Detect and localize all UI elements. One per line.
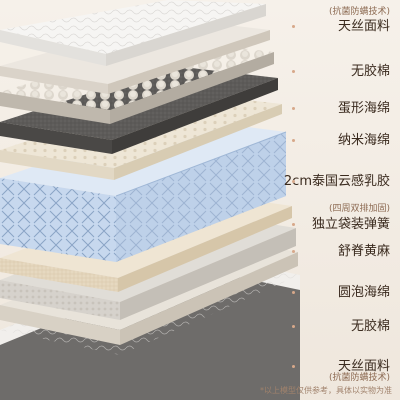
- layer-label-glue_free_bottom: 无胶棉: [350, 319, 390, 334]
- layer-marker-dot: [292, 107, 295, 110]
- layer-marker-dot: [292, 250, 295, 253]
- layer-note-pocket_springs: (四周双排加固): [328, 204, 390, 214]
- layer-label-round_foam: 圆泡海绵: [337, 285, 390, 300]
- layer-marker-dot: [292, 180, 295, 183]
- layer-label-bottom_fabric: 天丝面料: [337, 359, 390, 374]
- layer-marker-dot: [292, 223, 295, 226]
- layer-note-bottom_fabric: (抗菌防螨技术): [328, 373, 390, 383]
- footnote: *以上模型仅供参考，具体以实物为准: [260, 386, 392, 395]
- layer-top-fabric: [0, 0, 266, 66]
- layer-label-pocket_springs: 独立袋装弹簧: [311, 217, 390, 232]
- layer-marker-dot: [292, 365, 295, 368]
- layer-note-top_fabric: (抗菌防螨技术): [328, 7, 390, 17]
- layer-label-nano_foam: 纳米海绵: [337, 133, 390, 148]
- layer-label-glue_free_top: 无胶棉: [350, 64, 390, 79]
- layer-label-top_fabric: 天丝面料: [337, 19, 390, 34]
- layer-marker-dot: [292, 70, 295, 73]
- layer-marker-dot: [292, 325, 295, 328]
- layer-label-latex: 2cm泰国云感乳胶: [283, 174, 390, 189]
- layer-label-comfort_jute: 舒脊黄麻: [337, 244, 390, 259]
- layer-label-egg_foam: 蛋形海绵: [337, 101, 390, 116]
- layer-marker-dot: [292, 139, 295, 142]
- layer-marker-dot: [292, 291, 295, 294]
- layer-marker-dot: [292, 25, 295, 28]
